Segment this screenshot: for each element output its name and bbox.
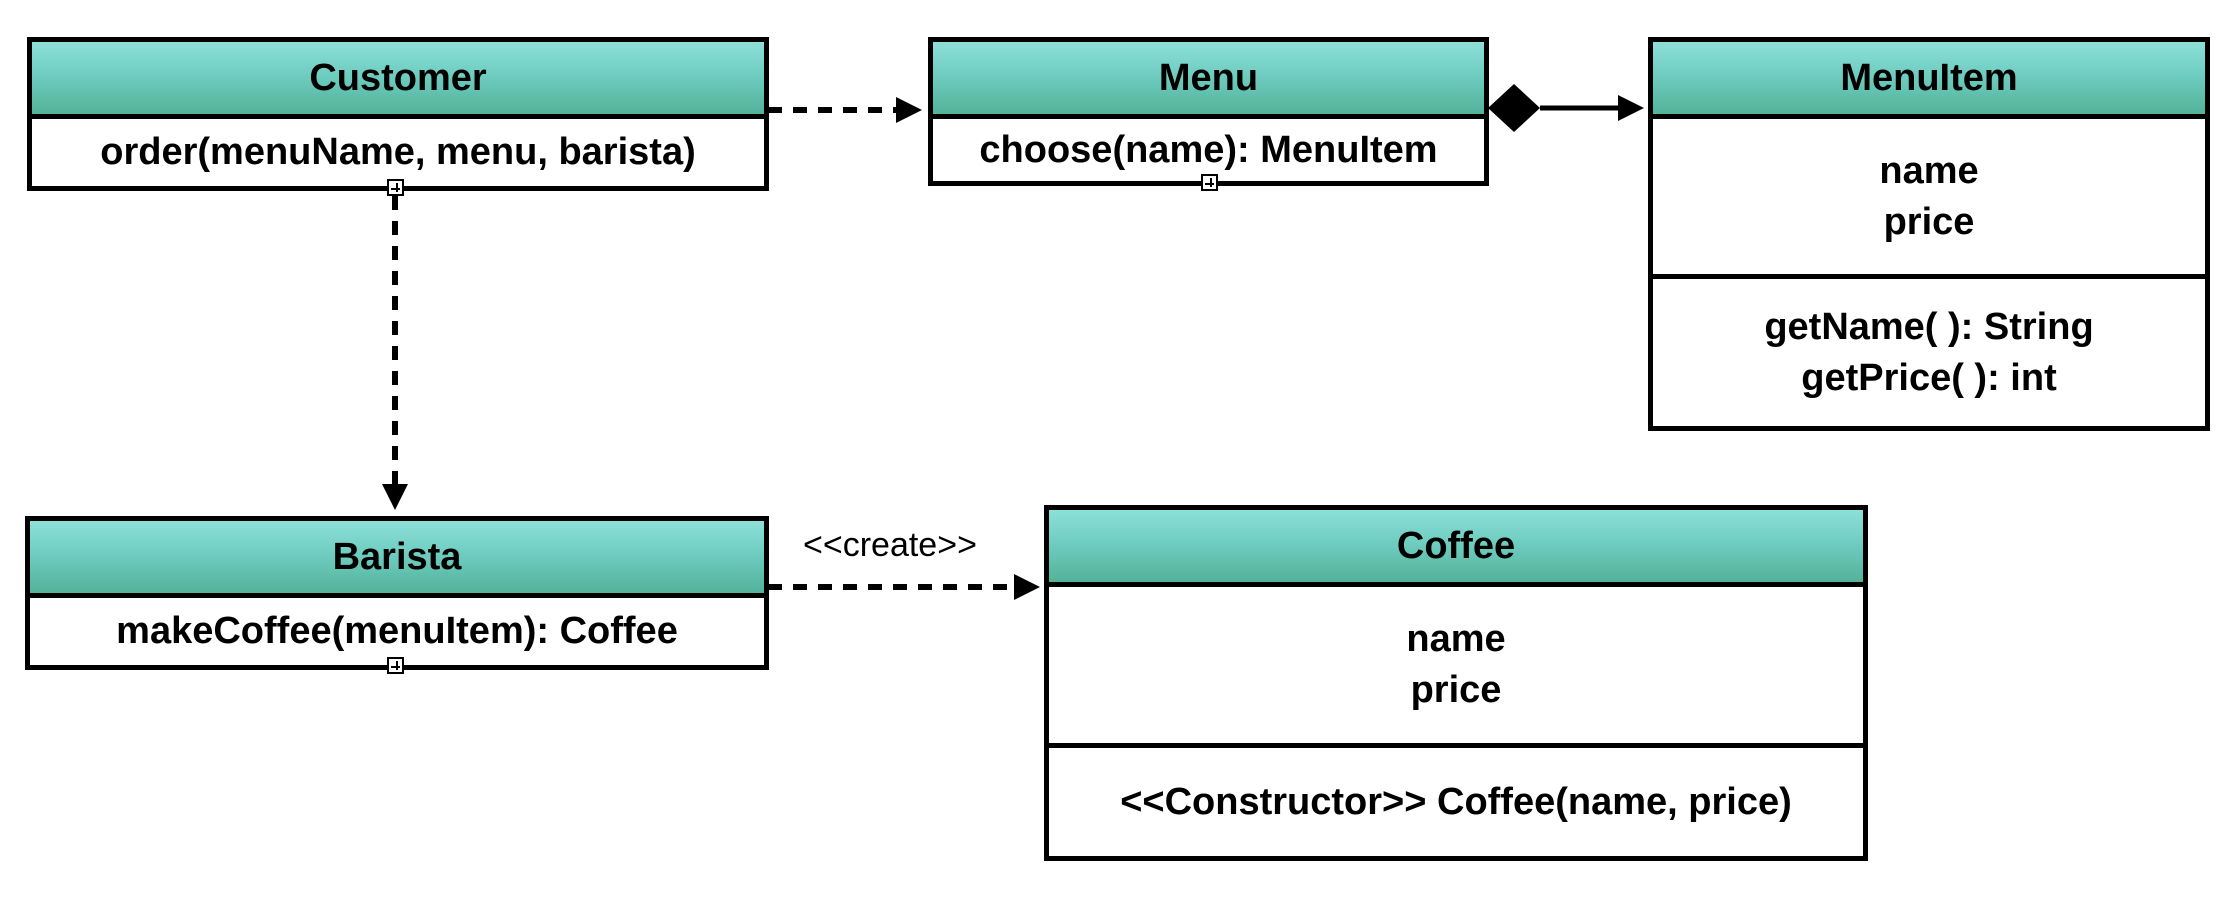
- method-constructor: <<Constructor>> Coffee(name, price): [1120, 780, 1792, 823]
- expand-icon[interactable]: [387, 657, 404, 674]
- class-coffee[interactable]: Coffee name price <<Constructor>> Coffee…: [1044, 505, 1868, 861]
- class-customer-name: Customer: [32, 42, 764, 119]
- attribute-price: price: [1883, 200, 1975, 243]
- class-menu-name: Menu: [933, 42, 1484, 119]
- arrowhead-icon: [896, 97, 922, 123]
- class-barista-name: Barista: [30, 521, 764, 598]
- class-coffee-name: Coffee: [1049, 510, 1863, 587]
- method-order: order(menuName, menu, barista): [100, 131, 696, 173]
- create-stereotype-label: <<create>>: [803, 526, 977, 564]
- class-menu[interactable]: Menu choose(name): MenuItem: [928, 37, 1489, 186]
- class-coffee-attributes: name price: [1049, 587, 1863, 743]
- class-barista[interactable]: Barista makeCoffee(menuItem): Coffee: [25, 516, 769, 670]
- method-getname: getName( ): String: [1764, 305, 2094, 348]
- dependency-barista-coffee: [768, 574, 1040, 600]
- arrowhead-icon: [1618, 95, 1644, 121]
- attribute-name: name: [1406, 618, 1506, 660]
- class-menu-methods: choose(name): MenuItem: [933, 119, 1484, 181]
- expand-icon[interactable]: [387, 179, 404, 196]
- method-makecoffee: makeCoffee(menuItem): Coffee: [116, 610, 678, 652]
- class-menuitem-name: MenuItem: [1653, 42, 2205, 119]
- class-menuitem-methods: getName( ): String getPrice( ): int: [1653, 274, 2205, 426]
- method-getprice: getPrice( ): int: [1801, 356, 2057, 399]
- expand-icon[interactable]: [1201, 174, 1218, 191]
- dependency-customer-menu: [768, 97, 922, 123]
- composition-menu-menuitem: [1488, 84, 1644, 132]
- class-menuitem-attributes: name price: [1653, 119, 2205, 274]
- attribute-price: price: [1410, 669, 1502, 711]
- class-coffee-methods: <<Constructor>> Coffee(name, price): [1049, 743, 1863, 856]
- composition-diamond-icon: [1488, 84, 1540, 132]
- attribute-name: name: [1879, 149, 1979, 192]
- dependency-customer-barista: [382, 196, 408, 510]
- arrowhead-icon: [1014, 574, 1040, 600]
- class-menuitem[interactable]: MenuItem name price getName( ): String g…: [1648, 37, 2210, 431]
- class-barista-methods: makeCoffee(menuItem): Coffee: [30, 598, 764, 665]
- class-customer-methods: order(menuName, menu, barista): [32, 119, 764, 186]
- class-customer[interactable]: Customer order(menuName, menu, barista): [27, 37, 769, 191]
- method-choose: choose(name): MenuItem: [979, 128, 1438, 171]
- arrowhead-icon: [382, 484, 408, 510]
